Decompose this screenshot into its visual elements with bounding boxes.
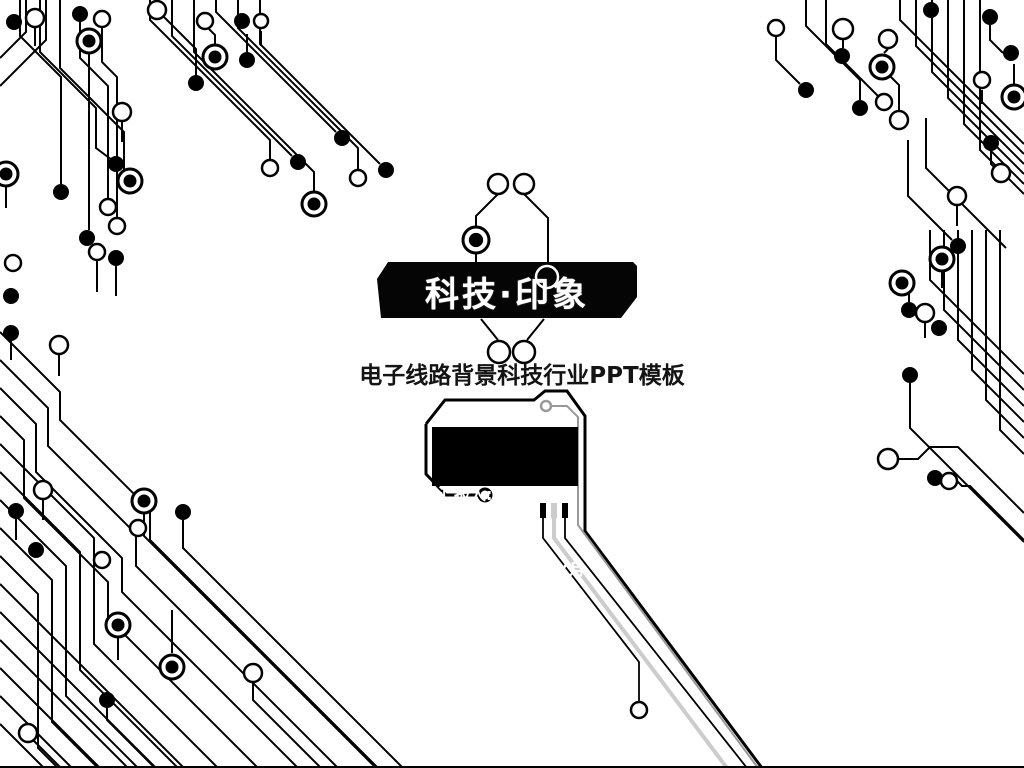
- date-line: 日 期: XX年 XX月: [438, 560, 585, 579]
- presenter-info-box: 汇报人: 第一PPT 日 期: XX年 XX月: [432, 427, 585, 579]
- presenter-line: 汇报人: 第一PPT: [438, 485, 565, 504]
- slide-subtitle: 电子线路背景科技行业PPT模板: [359, 363, 685, 389]
- slide-title: 科技·印象: [425, 274, 589, 315]
